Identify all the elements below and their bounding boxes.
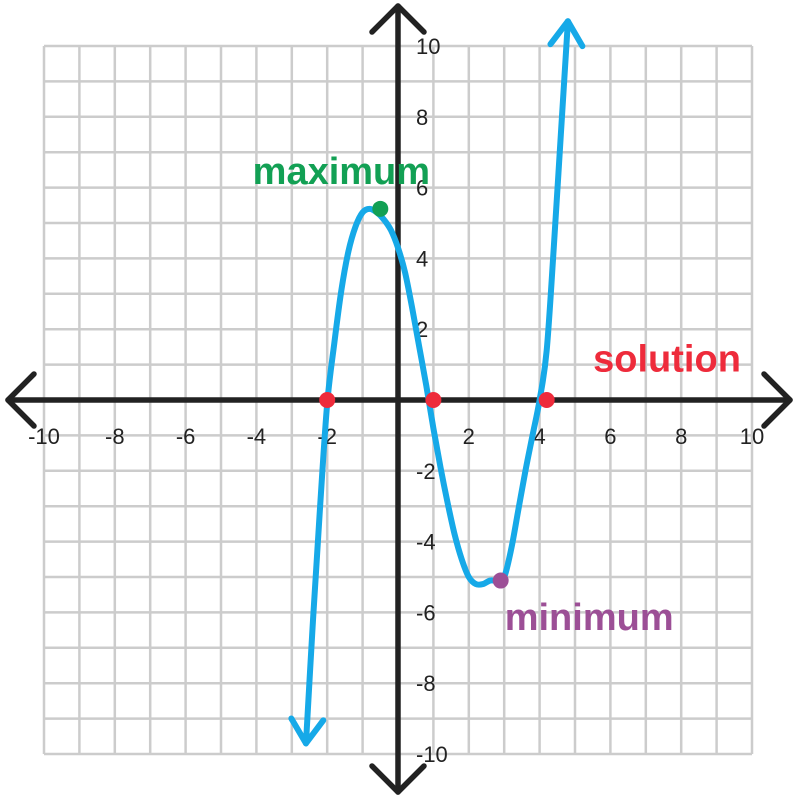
y-tick-label: 8	[416, 105, 428, 130]
y-tick-label: -8	[416, 671, 436, 696]
annotation-label-minimum: minimum	[505, 597, 674, 639]
curve-start-arrow-icon	[288, 715, 327, 747]
marked-point	[372, 200, 389, 217]
annotations: maximum solution minimum	[253, 151, 741, 639]
y-tick-label: -10	[416, 742, 448, 767]
marked-point	[492, 572, 509, 589]
x-tick-label: 2	[463, 424, 475, 449]
x-tick-label: 10	[740, 424, 764, 449]
x-tick-label: 6	[604, 424, 616, 449]
annotation-label-maximum: maximum	[253, 151, 430, 193]
marked-point	[319, 392, 336, 408]
x-tick-label: -10	[28, 424, 60, 449]
y-tick-label: 10	[416, 34, 440, 59]
marked-point	[425, 392, 442, 408]
y-axis-up-arrow-icon	[369, 3, 427, 35]
y-tick-label: -2	[416, 459, 436, 484]
x-axis-left-arrow-icon	[5, 371, 37, 429]
x-tick-label: -6	[176, 424, 196, 449]
curve-end-arrow-icon	[547, 18, 586, 50]
marked-points	[319, 200, 555, 589]
x-tick-label: -8	[105, 424, 125, 449]
y-tick-label: -4	[416, 530, 436, 555]
y-tick-label: 6	[416, 176, 428, 201]
function-curve	[288, 18, 586, 747]
x-tick-label: 8	[675, 424, 687, 449]
x-axis-right-arrow-icon	[761, 371, 793, 429]
marked-point	[538, 392, 555, 408]
annotation-label-solution: solution	[593, 339, 741, 381]
x-tick-label: -4	[247, 424, 267, 449]
axes	[5, 3, 793, 795]
y-tick-label: -6	[416, 600, 436, 625]
y-axis-down-arrow-icon	[369, 763, 427, 795]
y-tick-label: 4	[416, 246, 428, 271]
cubic-curve-line	[302, 18, 571, 747]
